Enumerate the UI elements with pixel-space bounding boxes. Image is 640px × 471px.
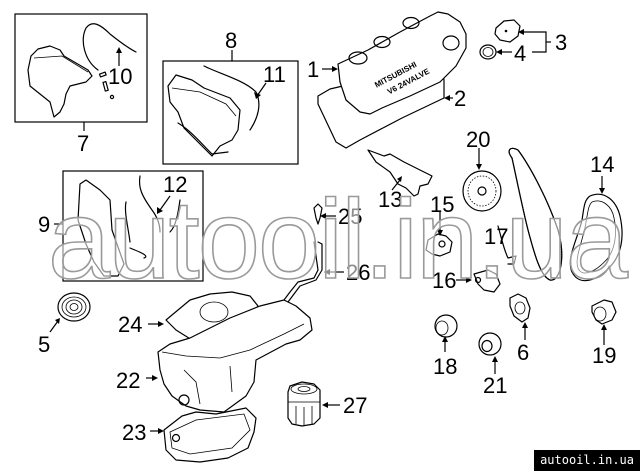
callout-1: 1 <box>307 57 319 82</box>
callout-11: 11 <box>263 62 286 87</box>
callout-16: 16 <box>432 268 456 293</box>
callout-19: 19 <box>592 343 616 368</box>
part-17-tensioner-spring <box>497 225 517 265</box>
callout-20: 20 <box>466 127 490 152</box>
part-1-valve-cover <box>337 11 467 115</box>
watermark: autooil.in.ua <box>48 177 629 302</box>
leader-11 <box>256 82 267 97</box>
callout-5: 5 <box>38 332 50 357</box>
callout-3: 3 <box>555 30 567 55</box>
part-10-seal <box>82 23 137 71</box>
callout-13: 13 <box>378 187 402 212</box>
callout-14: 14 <box>590 152 614 177</box>
part-8-group: 8 11 <box>162 28 299 165</box>
arrowhead-2 <box>444 95 450 101</box>
callout-7: 7 <box>77 131 89 156</box>
arrowhead-10 <box>116 47 122 53</box>
part-20-camshaft-sprocket <box>462 170 502 212</box>
part-7-box <box>14 13 148 123</box>
callout-4: 4 <box>514 41 526 66</box>
callout-12: 12 <box>163 172 187 197</box>
callout-25: 25 <box>338 204 362 229</box>
part-16-tensioner-pulley <box>473 269 501 293</box>
part-18-idler-pulley <box>434 314 458 338</box>
part-3-oil-filler-cap <box>494 19 521 43</box>
part-5-group: 5 <box>38 292 91 357</box>
site-badge: autooil.in.ua <box>534 450 640 471</box>
arrowhead-1 <box>332 66 338 72</box>
part-9-lower-cover <box>77 179 125 277</box>
part-8-timing-cover <box>167 74 241 157</box>
valve-cover-group: MITSUBISHI V6 24VALVE 1 2 <box>307 11 467 149</box>
oil-pan-group: 24 22 23 27 <box>116 291 367 463</box>
part-6-crank-sprocket-guide <box>509 293 531 323</box>
callout-26: 26 <box>346 260 370 285</box>
dipstick-group: 25 26 <box>283 203 370 303</box>
part-7-group: 10 7 <box>14 13 148 156</box>
sprocket-group: 20 15 17 16 <box>425 127 517 293</box>
callout-22: 22 <box>116 368 140 393</box>
callout-10: 10 <box>108 64 132 89</box>
part-19-spacer <box>591 299 617 325</box>
arrowhead-11 <box>254 92 261 99</box>
part-13-group: 13 <box>367 149 433 212</box>
callout-6: 6 <box>517 340 529 365</box>
callout-27: 27 <box>343 393 367 418</box>
callout-8: 8 <box>225 28 237 53</box>
oil-cap-group: 3 4 <box>479 19 567 66</box>
part-13-bracket <box>367 149 433 197</box>
callout-18: 18 <box>433 354 457 379</box>
part-8-box <box>162 60 299 165</box>
part-14-timing-belt <box>569 193 623 282</box>
callout-15: 15 <box>430 192 454 217</box>
part-26-dipstick-tube <box>287 241 323 303</box>
belt-group: 14 <box>508 147 623 282</box>
callout-24: 24 <box>118 312 142 337</box>
part-7-upper-timing-cover <box>27 45 93 118</box>
part-12-seal <box>138 175 161 233</box>
callout-2: 2 <box>454 86 466 111</box>
callout-9: 9 <box>38 212 50 237</box>
callout-21: 21 <box>483 373 507 398</box>
small-parts-group: 6 18 21 19 <box>433 293 617 398</box>
part-9-group: 12 9 <box>38 170 204 282</box>
part-23-lower-oil-pan <box>163 407 257 463</box>
part-11-gasket <box>203 65 260 131</box>
part-9-box <box>62 170 204 282</box>
callout-23: 23 <box>122 420 146 445</box>
part-25-dipstick-handle <box>313 203 323 225</box>
callout-17: 17 <box>484 224 508 249</box>
